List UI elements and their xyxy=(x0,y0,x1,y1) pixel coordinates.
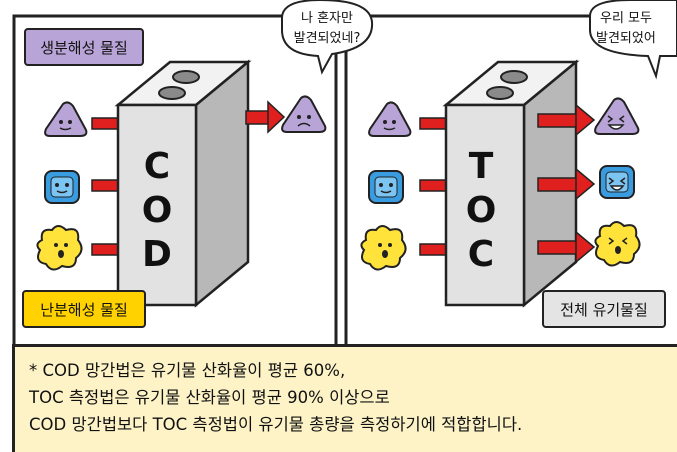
yellow-blob-creature-right xyxy=(360,225,407,271)
toc-output-arrow-middle xyxy=(537,167,596,201)
happy-yellow-creature xyxy=(594,221,641,267)
caption-box: * COD 망간법은 유기물 산화율이 평균 60%, TOC 측정법은 유기물… xyxy=(12,344,677,452)
toc-letter-2: O xyxy=(466,190,497,231)
right-bubble-line-1: 우리 모두 xyxy=(600,11,652,26)
caption-line-3: COD 망간법보다 TOC 측정법이 유기물 총량을 측정하기에 적합합니다. xyxy=(29,415,523,434)
right-bubble-line-2: 발견되었어 xyxy=(596,31,656,46)
toc-output-arrow-bottom xyxy=(537,230,596,264)
happy-purple-creature xyxy=(594,97,640,135)
left-bubble-line-1: 나 혼자만 xyxy=(301,11,353,26)
blue-square-creature xyxy=(44,170,80,204)
sad-purple-creature xyxy=(281,95,327,133)
cod-letter-2: O xyxy=(142,190,173,231)
left-bubble-line-2: 발견되었네? xyxy=(294,31,361,46)
blue-square-creature-right xyxy=(368,170,404,204)
toc-letter-3: C xyxy=(468,234,494,275)
biodegradable-label: 생분해성 물질 xyxy=(24,28,144,66)
cod-machine: C O D xyxy=(114,59,252,308)
yellow-blob-creature xyxy=(36,225,83,271)
toc-letter-1: T xyxy=(469,146,494,187)
purple-triangle-creature-right xyxy=(368,101,412,137)
total-organic-label: 전체 유기물질 xyxy=(542,290,666,328)
right-speech-bubble: 우리 모두 발견되었어 xyxy=(589,0,677,80)
cod-letter-3: D xyxy=(142,234,172,275)
left-speech-bubble: 나 혼자만 발견되었네? xyxy=(281,0,374,75)
purple-triangle-creature xyxy=(44,101,88,137)
caption-line-1: * COD 망간법은 유기물 산화율이 평균 60%, xyxy=(29,361,346,380)
caption-line-2: TOC 측정법은 유기물 산화율이 평균 90% 이상으로 xyxy=(29,388,390,407)
cod-output-arrow xyxy=(245,100,286,134)
cod-letter-1: C xyxy=(144,146,170,187)
toc-output-arrow-top xyxy=(537,103,596,137)
happy-blue-creature xyxy=(599,165,635,199)
non-biodegradable-label: 난분해성 물질 xyxy=(22,290,146,328)
